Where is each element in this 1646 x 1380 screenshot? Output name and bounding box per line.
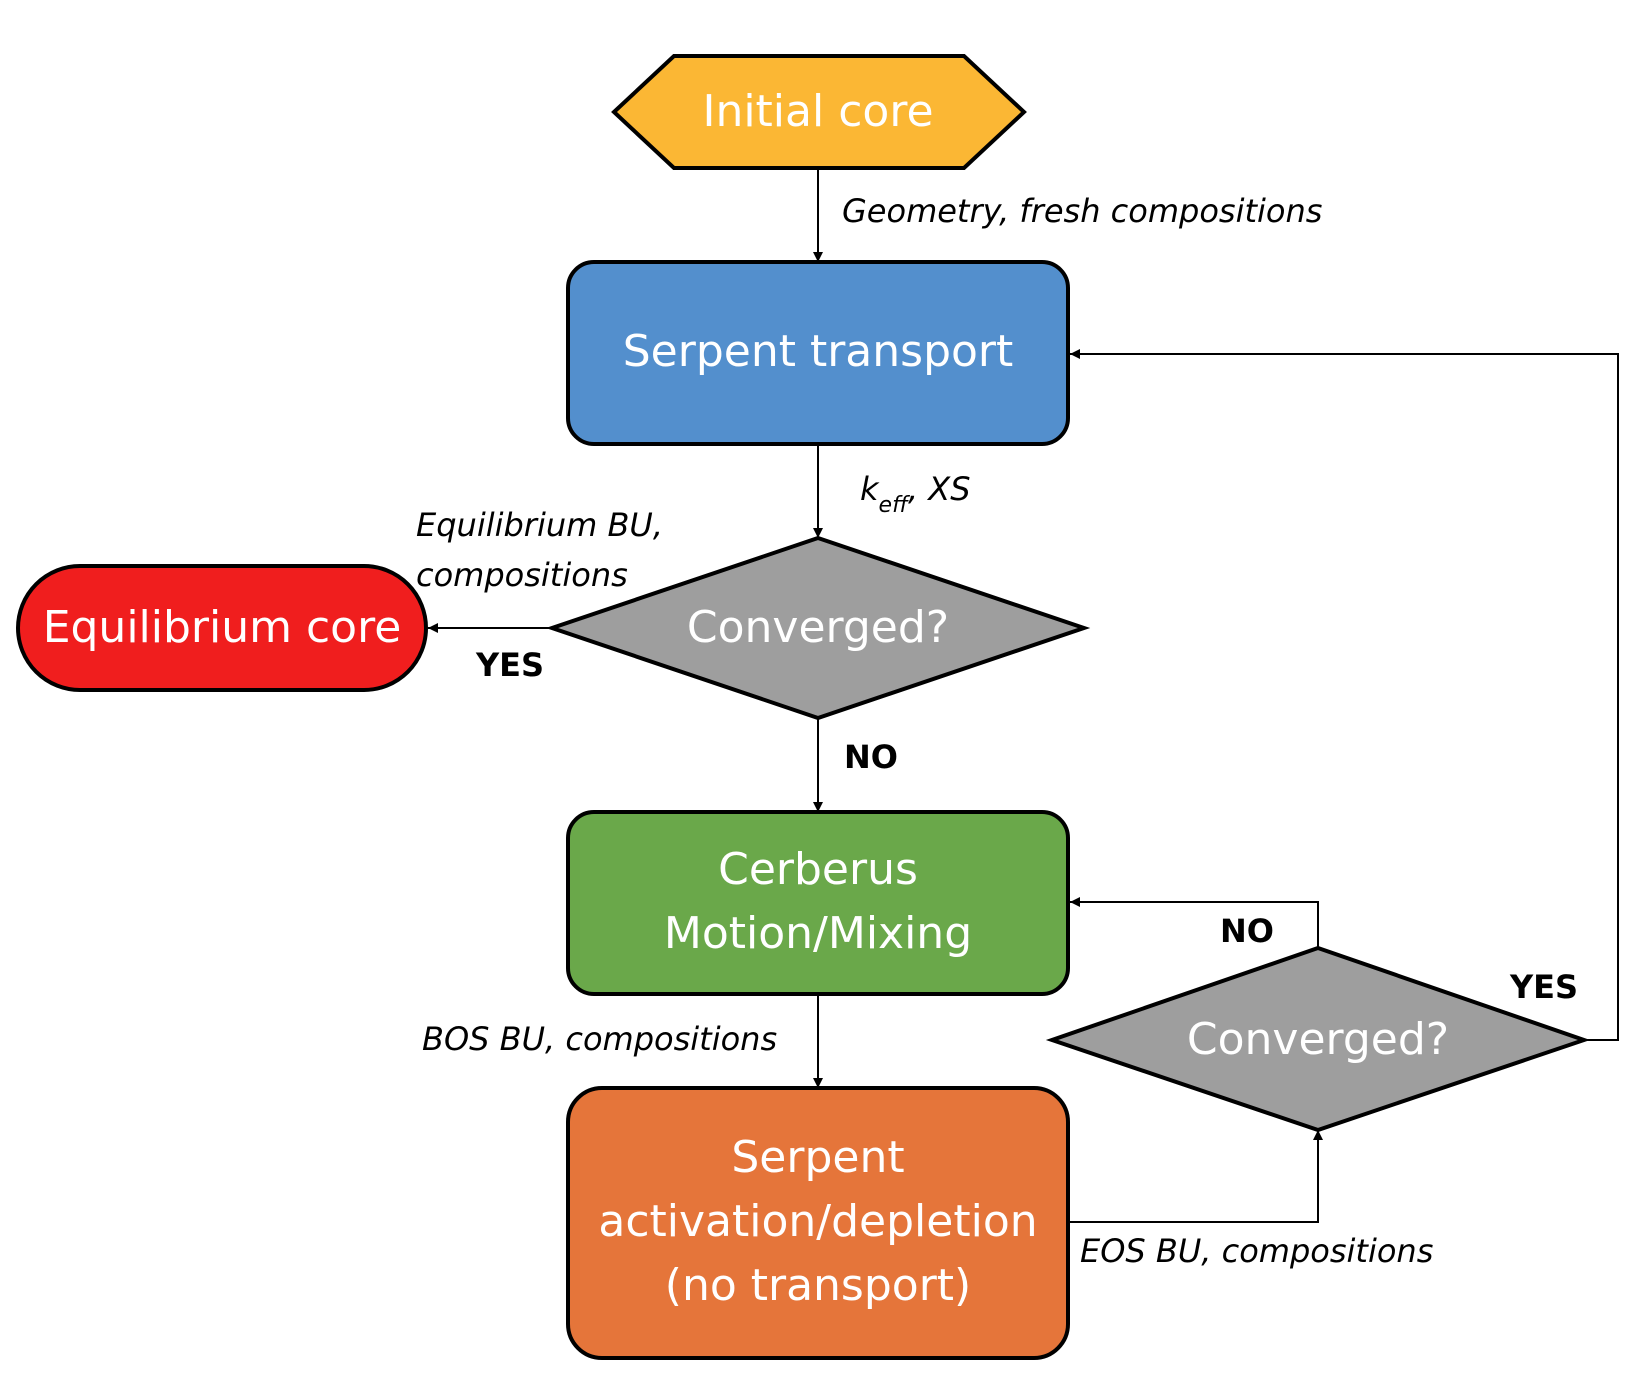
initial-core-shape [611, 54, 1027, 170]
node-initial-core: Initial core [611, 54, 1027, 170]
node-converged-bottom: Converged? [1045, 945, 1591, 1133]
edge-label-bos: BOS BU, compositions [422, 1020, 777, 1058]
serpent-depletion-label-line-2: activation/depletion [598, 1196, 1037, 1247]
arrow-converged-bottom-to-cerberus [1070, 897, 1319, 948]
converged-top-label: Converged? [687, 602, 949, 653]
edge-label-equilibrium-bu-line-2: compositions [416, 556, 628, 594]
cerberus-shape [566, 810, 1070, 996]
serpent-depletion-shape [566, 1086, 1070, 1360]
edge-label-keff-k: k [860, 470, 880, 508]
cerberus-label-line-2: Motion/Mixing [664, 908, 972, 959]
edge-label-no-top: NO [844, 738, 898, 776]
edge-label-equilibrium-bu-line-1: Equilibrium BU, [416, 506, 663, 544]
cerberus-label-line-1: Cerberus [718, 844, 918, 895]
equilibrium-core-shape [16, 564, 428, 692]
edge-label-eos: EOS BU, compositions [1080, 1232, 1433, 1270]
node-serpent-depletion: Serpent activation/depletion (no transpo… [566, 1086, 1070, 1360]
node-cerberus: Cerberus Motion/Mixing [566, 810, 1070, 996]
serpent-depletion-label-line-1: Serpent [731, 1132, 904, 1183]
converged-bottom-label: Converged? [1187, 1014, 1449, 1065]
edge-label-keff: keff, XS [860, 470, 971, 518]
serpent-transport-shape [566, 260, 1070, 446]
arrow-depletion-to-converged-bottom [1068, 1130, 1323, 1223]
edge-label-yes-bottom: YES [1509, 968, 1578, 1006]
node-serpent-transport: Serpent transport [566, 260, 1070, 446]
serpent-depletion-label-line-3: (no transport) [665, 1260, 971, 1311]
edge-label-keff-rest: , XS [908, 470, 971, 508]
node-converged-top: Converged? [545, 535, 1091, 721]
edge-label-yes-top: YES [475, 646, 544, 684]
equilibrium-core-label: Equilibrium core [43, 602, 402, 653]
serpent-transport-label: Serpent transport [623, 326, 1014, 377]
converged-bottom-shape [1045, 945, 1591, 1133]
node-equilibrium-core: Equilibrium core [16, 564, 428, 692]
edge-label-geometry: Geometry, fresh compositions [842, 192, 1322, 230]
edge-label-no-bottom: NO [1220, 912, 1274, 950]
initial-core-label: Initial core [702, 86, 933, 137]
converged-top-shape [545, 535, 1091, 721]
arrow-converged-bottom-to-transport [1070, 349, 1619, 1041]
edge-label-keff-subscript: eff [879, 493, 911, 518]
